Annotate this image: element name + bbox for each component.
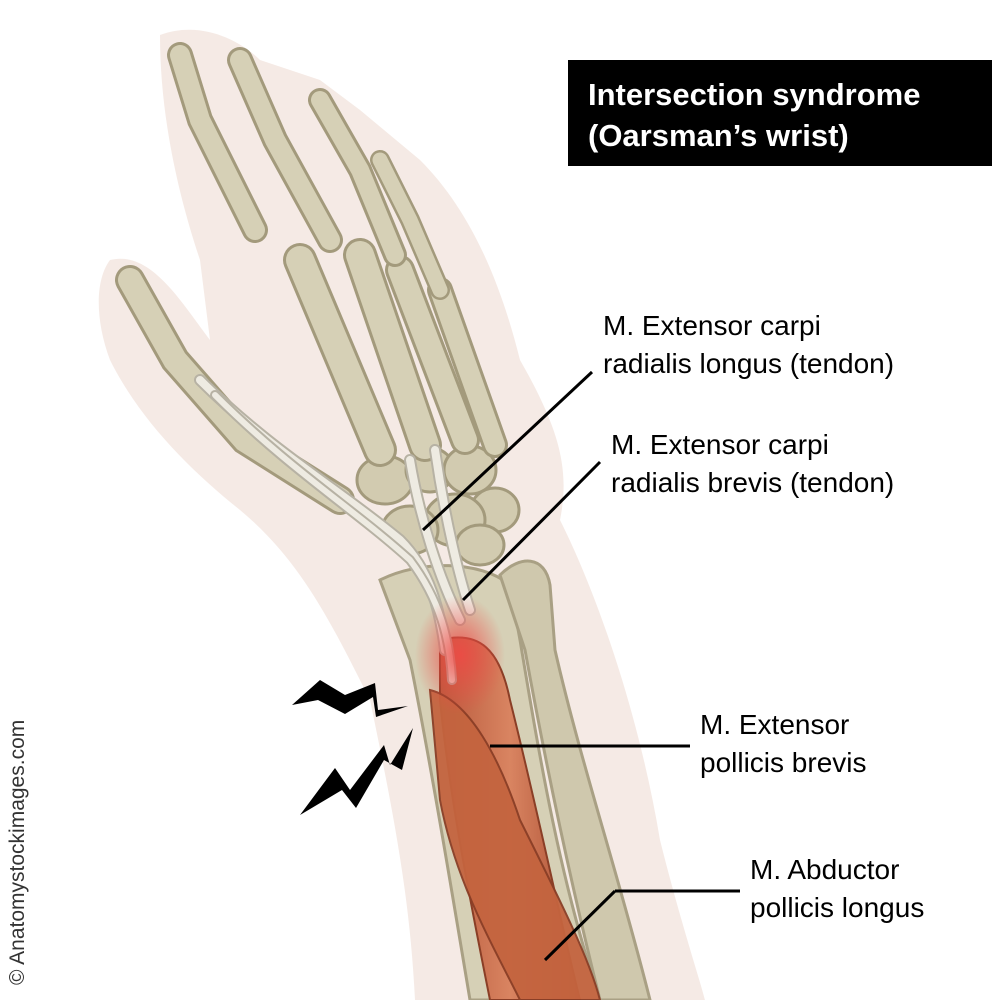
inflammation-area xyxy=(415,595,505,715)
title-box: Intersection syndrome (Oarsman’s wrist) xyxy=(568,60,992,166)
copyright-credit: © Anatomystockimages.com xyxy=(6,719,29,985)
label-ecrb-line-2: radialis brevis (tendon) xyxy=(611,467,895,498)
label-ecrb: M. Extensor carpi radialis brevis (tendo… xyxy=(611,426,894,502)
label-apl-line-1: M. Abductor xyxy=(750,854,900,885)
label-epb-line-1: M. Extensor xyxy=(700,709,850,740)
label-ecrb-line-1: M. Extensor carpi xyxy=(611,429,829,460)
pain-lightning-icon xyxy=(300,728,413,815)
label-epb-line-2: pollicis brevis xyxy=(700,747,867,778)
label-ecrl-line-2: radialis longus (tendon) xyxy=(603,348,895,379)
leader-line-ecrl xyxy=(421,370,594,532)
pain-lightning-icon xyxy=(292,680,408,717)
finger-bones xyxy=(115,42,508,515)
leader-line-ecrb xyxy=(461,460,602,602)
label-ecrl: M. Extensor carpi radialis longus (tendo… xyxy=(603,307,894,383)
leader-lines xyxy=(421,370,740,962)
leader-line-apl-diag xyxy=(543,889,617,962)
label-apl: M. Abductor pollicis longus xyxy=(750,851,924,927)
label-apl-line-2: pollicis longus xyxy=(750,892,925,923)
title-line-1: Intersection syndrome xyxy=(588,77,921,112)
title-line-2: (Oarsman’s wrist) xyxy=(588,118,849,153)
label-ecrl-line-1: M. Extensor carpi xyxy=(603,310,821,341)
label-epb: M. Extensor pollicis brevis xyxy=(700,706,867,782)
abductor-pollicis-longus-muscle xyxy=(428,688,602,1001)
ulna-bone xyxy=(498,559,652,1002)
